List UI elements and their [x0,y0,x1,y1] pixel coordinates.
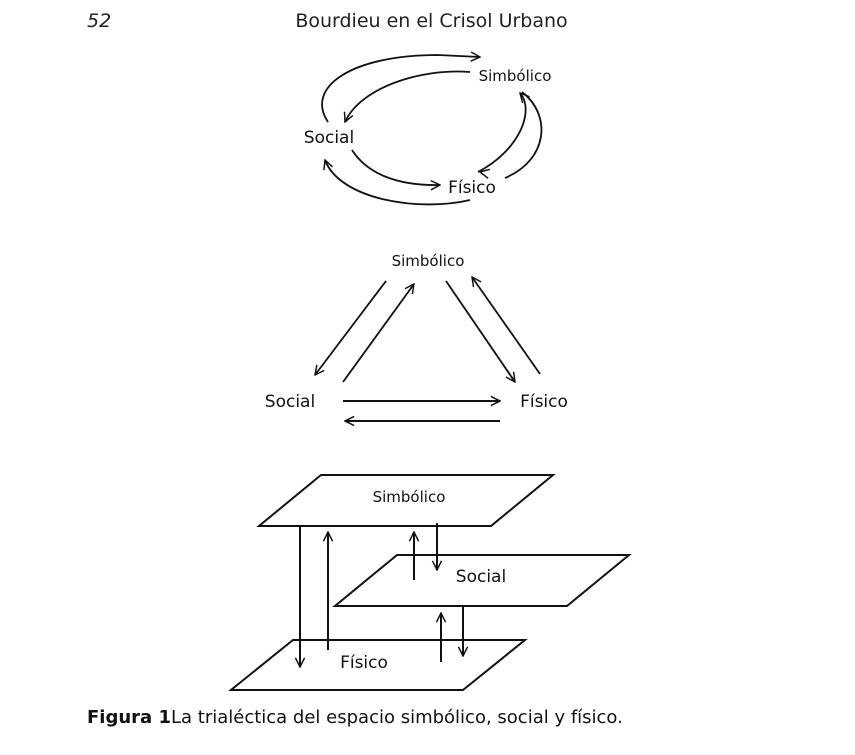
triangle-label-fisico: Físico [520,392,568,412]
plane-social [332,554,632,607]
cycle-outer-arrow-fisico-to-social [325,160,471,206]
cycle-inner-arrow-social-to-fisico [351,149,440,185]
cycle-inner-arrow-simbolico-to-social [345,70,471,122]
running-title: Bourdieu en el Crisol Urbano [295,10,568,32]
cycle-inner-arrow-fisico-to-simbolico [477,93,526,173]
triangle-arrow-simbolico-to-fisico [445,280,515,382]
cycle-diagram: Simbólico Social Físico [304,55,552,206]
plane-simbolico [256,474,556,527]
figure-caption-label: Figura 1 [87,707,171,728]
cycle-label-simbolico: Simbólico [479,67,552,85]
triangle-arrow-simbolico-to-social [315,280,387,375]
cycle-outer-arrow-simbolico-to-fisico [504,91,543,179]
plane-label-social: Social [456,567,506,587]
triangle-label-social: Social [265,392,315,412]
triangle-diagram: Simbólico Social Físico [265,252,568,421]
triangle-arrow-social-to-simbolico [342,284,414,383]
cycle-label-fisico: Físico [448,178,496,198]
plane-fisico [228,639,528,691]
plane-label-simbolico: Simbólico [373,488,446,506]
figure-caption: Figura 1La trialéctica del espacio simbó… [87,707,623,728]
cycle-outer-arrow-social-to-simbolico [321,55,480,123]
page-number: 52 [87,10,112,32]
cycle-label-social: Social [304,128,354,148]
figure-caption-text: La trialéctica del espacio simbólico, so… [170,707,623,728]
planes-diagram: Simbólico Social Físico [228,474,632,691]
triangle-label-simbolico: Simbólico [392,252,465,270]
plane-label-fisico: Físico [340,653,388,673]
triangle-arrow-fisico-to-simbolico [472,277,541,375]
